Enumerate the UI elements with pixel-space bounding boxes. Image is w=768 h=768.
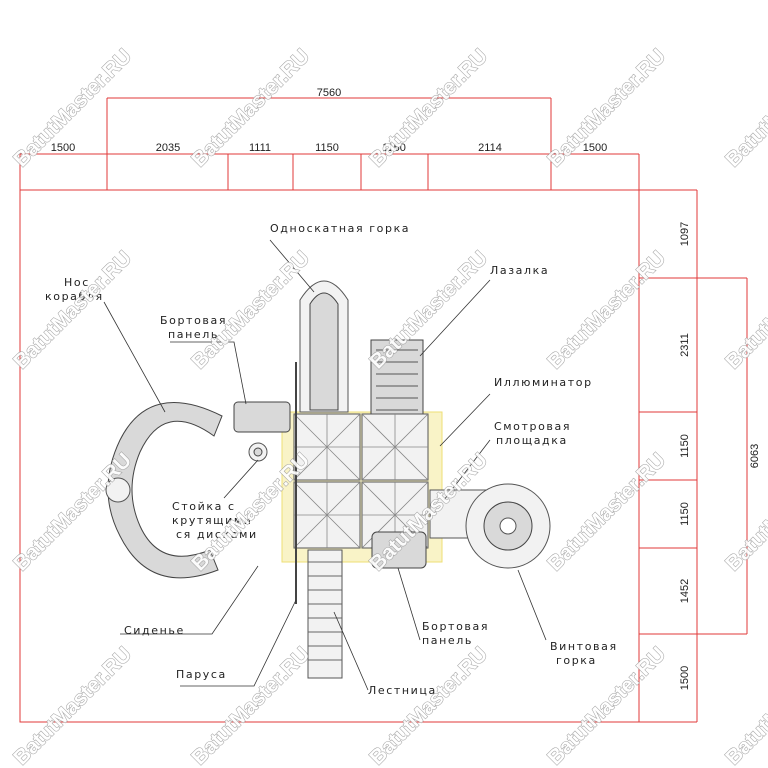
deck-platform	[293, 413, 429, 549]
label-single-slide: Односкатная горка	[270, 222, 410, 235]
label-ladder: Лестница	[368, 684, 437, 697]
watermark: BatutMaster.RU	[187, 247, 314, 374]
label-side-panel-left-2: панель	[168, 328, 219, 341]
label-viewing-platform-2: площадка	[496, 434, 568, 447]
label-spiral-slide-1: Винтовая	[550, 640, 618, 653]
label-side-panel-right-1: Бортовая	[422, 620, 489, 633]
equipment-drawing	[105, 280, 551, 679]
watermark: BatutMaster.RU	[721, 643, 768, 768]
dim-right-6: 1500	[679, 666, 691, 690]
watermark: BatutMaster.RU	[543, 449, 670, 576]
label-porthole: Иллюминатор	[494, 376, 593, 389]
label-viewing-platform-1: Смотровая	[494, 420, 571, 433]
label-side-panel-left-1: Бортовая	[160, 314, 227, 327]
dim-right-3: 1150	[679, 434, 691, 458]
dim-top-4: 1150	[315, 142, 339, 154]
dim-right-5: 1452	[679, 579, 691, 603]
label-spinner-post-2: крутящими	[172, 514, 253, 527]
dim-top-5: 1150	[382, 142, 406, 154]
dim-top-1: 1500	[51, 142, 75, 154]
watermark: BatutMaster.RU	[365, 643, 492, 768]
label-sails: Паруса	[176, 668, 227, 681]
label-ship-bow-1: Нос	[64, 276, 90, 289]
dim-total-width: 7560	[317, 87, 341, 99]
watermark: BatutMaster.RU	[9, 247, 136, 374]
watermark: BatutMaster.RU	[365, 247, 492, 374]
watermark: BatutMaster.RU	[543, 247, 670, 374]
dim-right-4: 1150	[679, 502, 691, 526]
dimension-lines	[19, 97, 748, 723]
label-seat: Сиденье	[124, 624, 185, 637]
leader-lines	[103, 239, 547, 691]
label-ship-bow-2: корабля	[45, 290, 104, 303]
label-spinner-post-3: ся дисками	[176, 528, 258, 541]
dim-top-7: 1500	[583, 142, 607, 154]
dim-right-1: 1097	[679, 222, 691, 246]
dim-top-2: 2035	[156, 142, 180, 154]
label-spinner-post-1: Стойка с	[172, 500, 236, 513]
dim-right-2: 2311	[679, 333, 691, 357]
label-spiral-slide-2: горка	[556, 654, 597, 667]
dim-total-depth: 6063	[749, 444, 761, 468]
watermark: BatutMaster.RU	[365, 45, 492, 172]
dim-top-3: 1111	[249, 142, 271, 154]
label-side-panel-right-2: панель	[422, 634, 473, 647]
watermark: BatutMaster.RU	[721, 247, 768, 374]
label-climber: Лазалка	[490, 264, 549, 277]
watermark: BatutMaster.RU	[187, 643, 314, 768]
dim-top-6: 2114	[478, 142, 502, 154]
watermark: BatutMaster.RU	[9, 643, 136, 768]
watermark: BatutMaster.RU	[721, 45, 768, 172]
